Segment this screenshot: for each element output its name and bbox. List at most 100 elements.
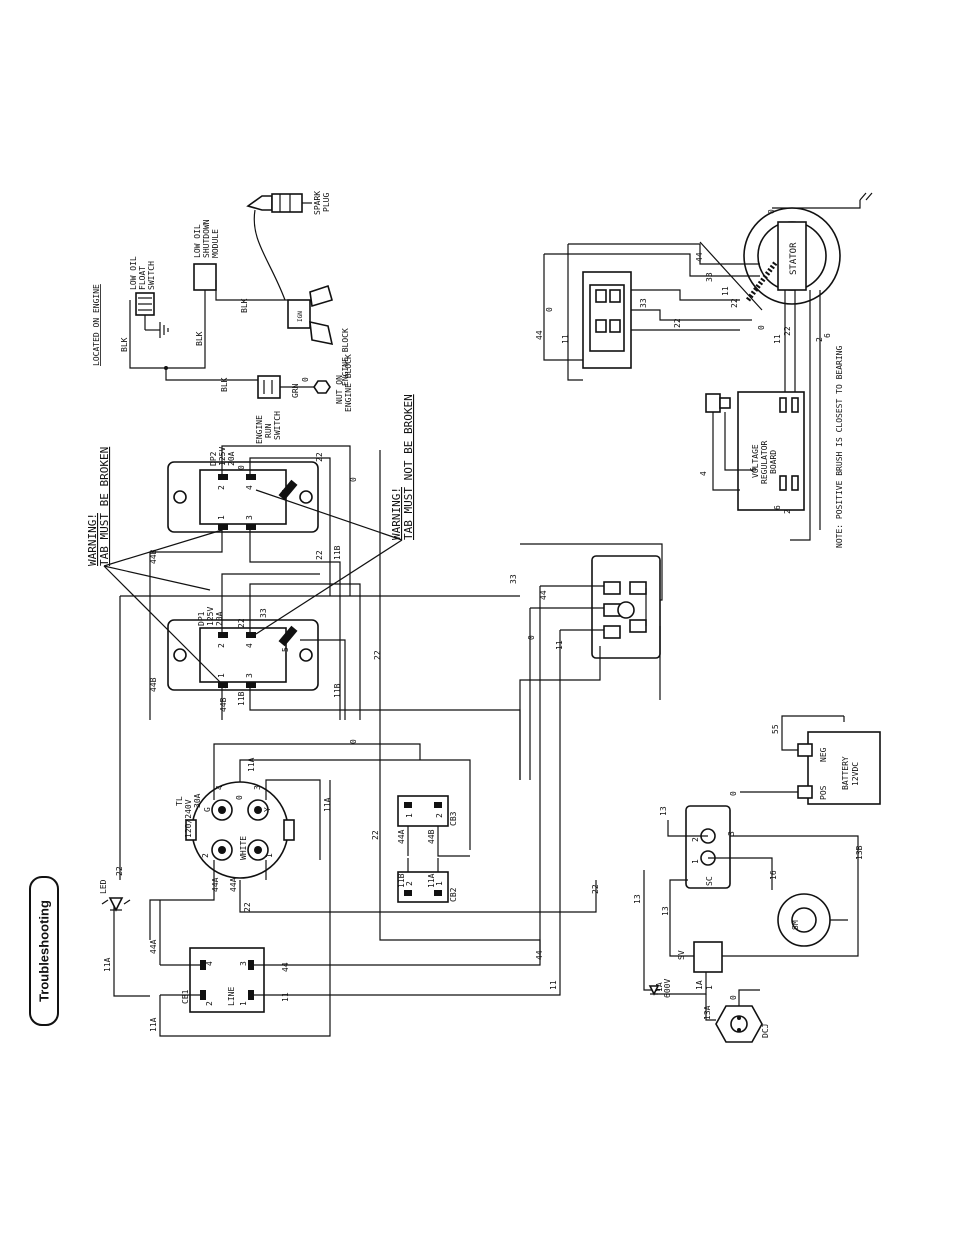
svg-text:22: 22 (673, 318, 682, 328)
note-label: NOTE: POSITIVE BRUSH IS CLOSEST TO BEARI… (835, 346, 844, 548)
cb3-label: CB3 (449, 811, 458, 826)
voltage-regulator-board: VOLTAGE REGULATOR BOARD (737, 391, 805, 511)
located-on-engine-label: LOCATED ON ENGINE (92, 284, 101, 366)
receptacle-dp2: DP2 125V 20A 2 4 1 3 5 (167, 447, 319, 533)
spark-plug-label-2: PLUG (322, 193, 331, 212)
svg-text:33: 33 (509, 574, 518, 584)
svg-text:11B: 11B (333, 545, 342, 560)
svg-text:0: 0 (349, 739, 358, 744)
svg-text:13B: 13B (855, 845, 864, 860)
shutdown-module-label-3: MODULE (211, 229, 220, 258)
svg-text:11: 11 (773, 334, 782, 344)
dp1-label-2: 125V (206, 607, 215, 626)
svg-text:5: 5 (281, 489, 290, 494)
svg-text:2: 2 (691, 837, 700, 842)
svg-text:1: 1 (239, 1001, 248, 1006)
svg-text:13: 13 (661, 906, 670, 916)
svg-text:11A: 11A (103, 957, 112, 972)
svg-text:0: 0 (545, 307, 554, 312)
svg-text:22: 22 (591, 884, 600, 894)
stator: STATOR (743, 207, 841, 305)
cb1-label: CB1 (181, 989, 190, 1004)
svg-text:44: 44 (539, 590, 548, 600)
svg-text:2: 2 (435, 813, 444, 818)
warning-bottom-text: TAB MUST NOT BE BROKEN (402, 394, 415, 540)
svg-text:3: 3 (245, 673, 254, 678)
svg-text:22: 22 (371, 830, 380, 840)
shutdown-module-label-2: SHUTDOWN (202, 219, 211, 258)
white-label: WHITE (239, 836, 248, 860)
svg-text:44B: 44B (427, 829, 436, 844)
svg-text:11: 11 (281, 992, 290, 1002)
led-label: LED (99, 879, 108, 894)
low-oil-float-switch-label-2: FLOAT (138, 266, 147, 290)
svg-text:2: 2 (217, 643, 226, 648)
warning-top-title: WARNING! (86, 513, 99, 566)
svg-text:44B: 44B (149, 549, 158, 564)
vr-board-label-2: REGULATOR (760, 440, 769, 484)
svg-text:0: 0 (729, 791, 738, 796)
vr-board-label-1: VOLTAGE (751, 444, 760, 478)
section-tab: Troubleshooting (29, 876, 59, 1026)
svg-text:1: 1 (217, 515, 226, 520)
svg-text:33: 33 (705, 272, 714, 282)
svg-text:22: 22 (783, 326, 792, 336)
svg-text:11A: 11A (149, 1017, 158, 1032)
svg-text:1: 1 (265, 853, 274, 858)
svg-text:22: 22 (730, 298, 739, 308)
svg-text:33: 33 (639, 298, 648, 308)
sm-label: SM (791, 920, 800, 930)
cb2-label: CB2 (449, 887, 458, 902)
starter-motor: SM (777, 893, 831, 947)
twist-lock-receptacle-tl: TL 120/240V 30A WHITE G Y 2 1 4 3 (175, 781, 295, 879)
dp1-label-3: 20A (215, 611, 224, 626)
svg-text:55: 55 (771, 724, 780, 734)
dp2-label-1: DP2 (209, 451, 218, 466)
svg-text:11: 11 (561, 334, 570, 344)
svg-text:3: 3 (239, 961, 248, 966)
svg-text:2: 2 (205, 1001, 214, 1006)
svg-text:22: 22 (243, 902, 252, 912)
svg-text:0: 0 (349, 477, 358, 482)
wire-label-blk-3: BLK (220, 377, 229, 392)
svg-text:6: 6 (749, 467, 758, 472)
svg-text:6: 6 (773, 505, 782, 510)
section-tab-label: Troubleshooting (36, 900, 52, 1002)
svg-text:3: 3 (253, 785, 262, 790)
svg-text:1: 1 (405, 813, 414, 818)
engine-run-switch-label-1: ENGINE (255, 415, 264, 444)
svg-text:11A: 11A (247, 757, 256, 772)
stator-section: STATOR 0 11 0 44 33 22 44 33 11 (535, 192, 873, 548)
svg-text:2: 2 (217, 485, 226, 490)
diode-label-2: 600V (663, 979, 672, 998)
sc-label: SC (705, 876, 714, 886)
svg-text:22: 22 (237, 618, 246, 628)
stator-connector (582, 271, 632, 369)
wire-label-grn: GRN (291, 383, 300, 398)
svg-text:4: 4 (245, 485, 254, 490)
svg-text:44A: 44A (397, 829, 406, 844)
warning-annotations: WARNING! TAB MUST BE BROKEN WARNING! TAB… (86, 394, 415, 689)
spark-plug: SPARK PLUG (246, 191, 331, 215)
svg-text:11A: 11A (323, 797, 332, 812)
svg-text:Y: Y (263, 807, 272, 812)
led-indicator: LED 22 (99, 866, 131, 912)
engine-block-label: ENGINE BLOCK (341, 328, 350, 386)
svg-text:2: 2 (201, 853, 210, 858)
svg-text:4: 4 (245, 643, 254, 648)
tl-label-2: 120/240V (184, 799, 193, 838)
svg-text:13: 13 (659, 806, 668, 816)
nut-on-engine-label-1: NUT ON (335, 375, 344, 404)
svg-text:0: 0 (301, 377, 310, 382)
svg-text:13: 13 (633, 894, 642, 904)
svg-text:11B: 11B (237, 691, 246, 706)
low-oil-float-switch-label-3: SWITCH (147, 261, 156, 290)
engine-run-switch-label-3: SWITCH (273, 411, 282, 440)
receptacle-wiring: 0 22 0 44B 22 11B 22 33 44B 44B 11B 11B … (119, 445, 541, 960)
svg-text:4: 4 (215, 785, 224, 790)
low-oil-float-switch: LOW OIL FLOAT SWITCH (129, 256, 169, 338)
svg-text:44A: 44A (149, 939, 158, 954)
vr-connector (705, 393, 731, 413)
diode-label-1: 1A (655, 982, 664, 992)
